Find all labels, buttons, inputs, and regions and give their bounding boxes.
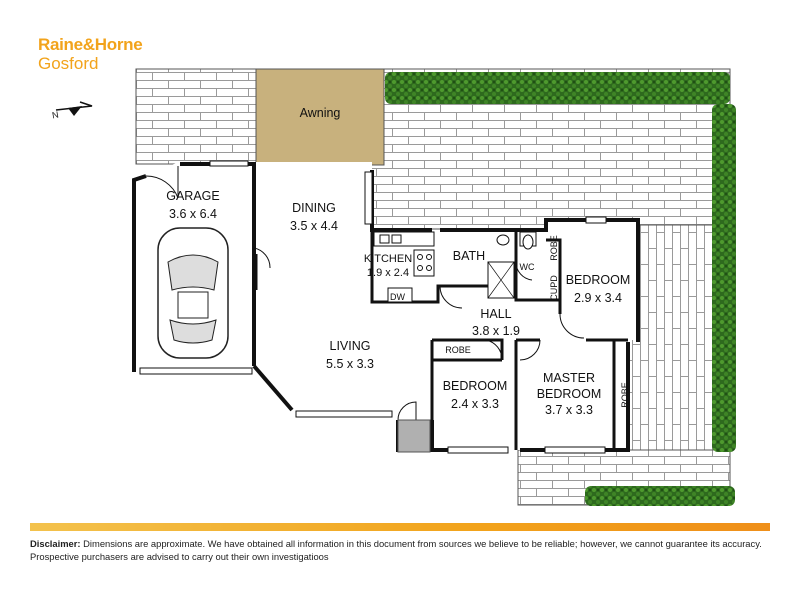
awning-label: Awning: [300, 106, 341, 120]
car-icon: [157, 227, 229, 359]
hall-size: 3.8 x 1.9: [472, 324, 520, 338]
porch-step: [397, 419, 431, 453]
robe-label-bedroom: ROBE: [445, 345, 471, 355]
master-label-line2: BEDROOM: [537, 387, 602, 401]
living-size: 5.5 x 3.3: [326, 357, 374, 371]
kitchen-size: 1.9 x 2.4: [367, 267, 409, 279]
interior-walls: [254, 230, 628, 450]
disclaimer-text: Dimensions are approximate. We have obta…: [30, 538, 762, 562]
brand-office: Gosford: [38, 54, 99, 73]
master-size: 3.7 x 3.3: [545, 403, 593, 417]
hedge: [385, 72, 736, 506]
awning-area: [255, 68, 385, 166]
robe-label-master: ROBE: [620, 382, 630, 408]
disclaimer: Disclaimer: Dimensions are approximate. …: [30, 537, 772, 563]
dishwasher-label: DW: [390, 292, 405, 302]
kitchen-label: KITCHEN: [364, 253, 412, 265]
master-label-line1: MASTER: [543, 371, 595, 385]
dining-label: DINING: [292, 201, 336, 215]
robe-label-top: ROBE: [549, 235, 559, 261]
living-label: LIVING: [330, 339, 371, 353]
cupd-label: CUPD: [549, 275, 559, 301]
house-footprint: [132, 162, 640, 450]
bath-label: BATH: [453, 249, 485, 263]
garage-size: 3.6 x 6.4: [169, 207, 217, 221]
bedroom-size: 2.4 x 3.3: [451, 397, 499, 411]
windows: [139, 160, 607, 454]
compass-icon: N: [51, 101, 93, 120]
bath-fittings: [487, 231, 537, 299]
door-swings: [145, 166, 585, 421]
compass-label: N: [51, 109, 59, 120]
bedroom-right-size: 2.9 x 3.4: [574, 291, 622, 305]
kitchen-fittings: [373, 231, 435, 303]
accent-bar: [30, 523, 770, 531]
dining-size: 3.5 x 4.4: [290, 219, 338, 233]
brand-logo: Raine&Horne Gosford: [38, 35, 143, 73]
wc-label: WC: [520, 262, 535, 272]
bedroom-right-label: BEDROOM: [566, 273, 631, 287]
floor-plan: N Awning GARAGE 3.6 x 6.4 DINING 3.5 x 4…: [51, 68, 736, 506]
bedroom-label: BEDROOM: [443, 379, 508, 393]
hall-label: HALL: [480, 307, 511, 321]
garage-label: GARAGE: [166, 189, 220, 203]
brand-name: Raine&Horne: [38, 35, 143, 54]
disclaimer-label: Disclaimer:: [30, 538, 81, 549]
